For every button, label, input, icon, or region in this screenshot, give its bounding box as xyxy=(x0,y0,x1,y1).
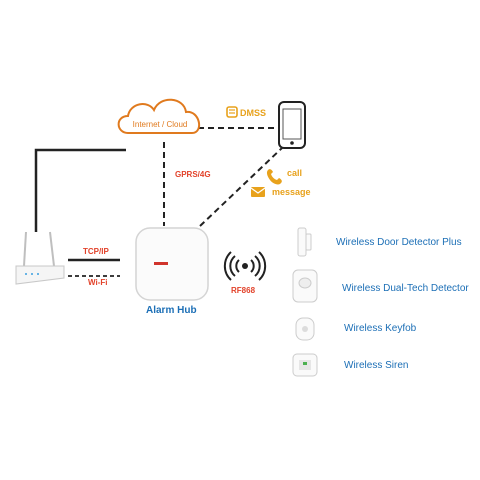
router-cloud-line xyxy=(34,148,126,232)
call-icon xyxy=(266,169,282,185)
device-label-dual-tech-detector: Wireless Dual-Tech Detector xyxy=(342,283,469,294)
door-detector-icon xyxy=(297,227,312,257)
device-label-siren: Wireless Siren xyxy=(344,360,409,371)
motion-detector-icon xyxy=(292,269,318,303)
call-label: call xyxy=(287,168,303,178)
alarm-hub-label: Alarm Hub xyxy=(146,305,197,316)
tcp-ip-label: TCP/IP xyxy=(83,247,109,256)
message-icon xyxy=(250,187,266,197)
wifi-label: Wi-Fi xyxy=(88,278,108,287)
rf-signal-icon xyxy=(223,251,267,281)
device-label-door-detector: Wireless Door Detector Plus xyxy=(336,237,462,248)
smartphone-icon xyxy=(278,101,306,149)
device-label-keyfob: Wireless Keyfob xyxy=(344,323,417,334)
message-label: message xyxy=(272,187,311,197)
dmss-label: DMSS xyxy=(240,108,267,118)
alarm-hub-icon xyxy=(135,227,209,301)
rf868-label: RF868 xyxy=(231,286,256,295)
keyfob-icon xyxy=(295,317,315,341)
siren-icon xyxy=(292,353,318,377)
hub-phone-line xyxy=(199,147,283,227)
gprs-4g-label: GPRS/4G xyxy=(175,170,211,179)
dmss-app-icon xyxy=(226,106,238,118)
router-icon xyxy=(15,231,65,285)
cloud-label: Internet / Cloud xyxy=(132,120,188,129)
cloud-icon xyxy=(117,98,201,134)
